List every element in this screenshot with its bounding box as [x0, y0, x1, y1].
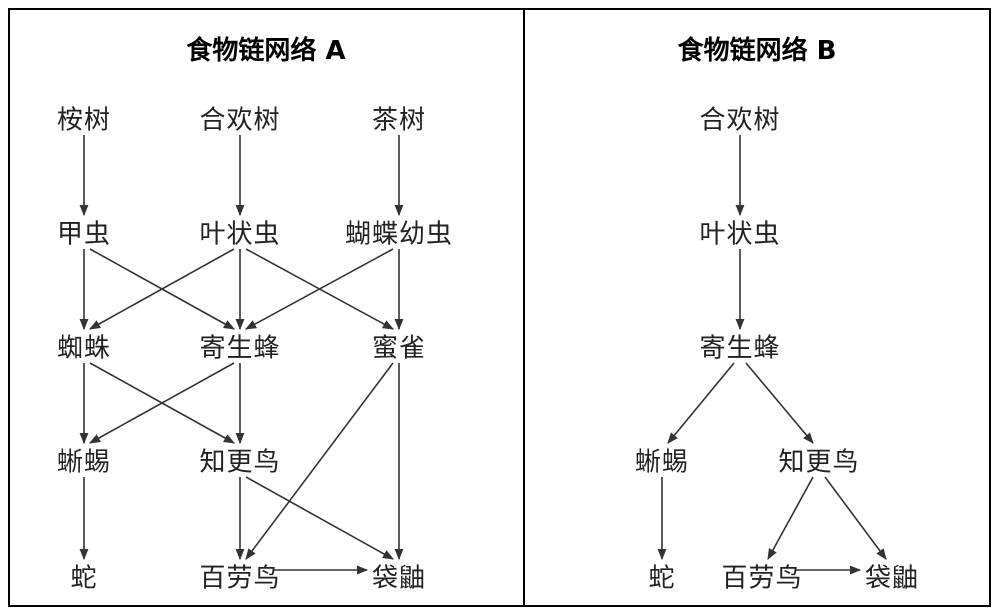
node-a-she: 蛇 [70, 563, 98, 594]
node-b-bailaoniao: 百劳鸟 [721, 563, 803, 594]
panel-b-title: 食物链网络 B [677, 36, 837, 66]
node-b-zhigengniao: 知更鸟 [778, 447, 860, 478]
node-b-xiyi: 蜥蜴 [634, 447, 690, 478]
edge-a-jishengfeng-to-xiyi [89, 362, 235, 444]
node-b-she: 蛇 [648, 563, 676, 594]
node-a-yezhuangchong: 叶状虫 [199, 219, 281, 250]
node-a-anshu: 桉树 [56, 105, 112, 136]
node-b-jishengfeng: 寄生蜂 [699, 333, 781, 364]
node-a-hehuanshu: 合欢树 [199, 105, 281, 136]
node-a-zhigengniao: 知更鸟 [199, 447, 281, 478]
edge-a-miwu-to-bailaoniao [245, 362, 394, 560]
node-b-hehuanshu: 合欢树 [699, 105, 781, 136]
edge-b-jishengfeng-to-zhigengniao [745, 362, 814, 444]
node-a-bailaoniao: 百劳鸟 [199, 563, 281, 594]
node-a-zhizhu: 蜘蛛 [56, 333, 112, 364]
node-b-yezhuangchong: 叶状虫 [699, 219, 781, 250]
node-a-jishengfeng: 寄生蜂 [199, 333, 281, 364]
edge-a-yezhuangchong-to-zhizhu [89, 248, 235, 330]
edge-a-hudieyouchong-to-jishengfeng [245, 248, 394, 330]
node-a-jiachong: 甲虫 [56, 219, 112, 250]
panel-a-title: 食物链网络 A [186, 36, 346, 66]
node-b-daidiao: 袋鼬 [864, 563, 920, 594]
node-a-hudieyouchong: 蝴蝶幼虫 [344, 219, 454, 250]
edge-b-zhigengniao-to-daidiao [824, 476, 887, 560]
edge-b-jishengfeng-to-xiyi [667, 362, 735, 444]
node-a-chashu: 茶树 [371, 105, 427, 136]
edge-b-zhigengniao-to-bailaoniao [767, 476, 814, 560]
node-a-miwu: 蜜雀 [371, 333, 427, 364]
edge-a-zhigengniao-to-daidiao [245, 476, 394, 560]
node-a-daidiao: 袋鼬 [371, 563, 427, 594]
node-a-xiyi: 蜥蜴 [56, 447, 112, 478]
